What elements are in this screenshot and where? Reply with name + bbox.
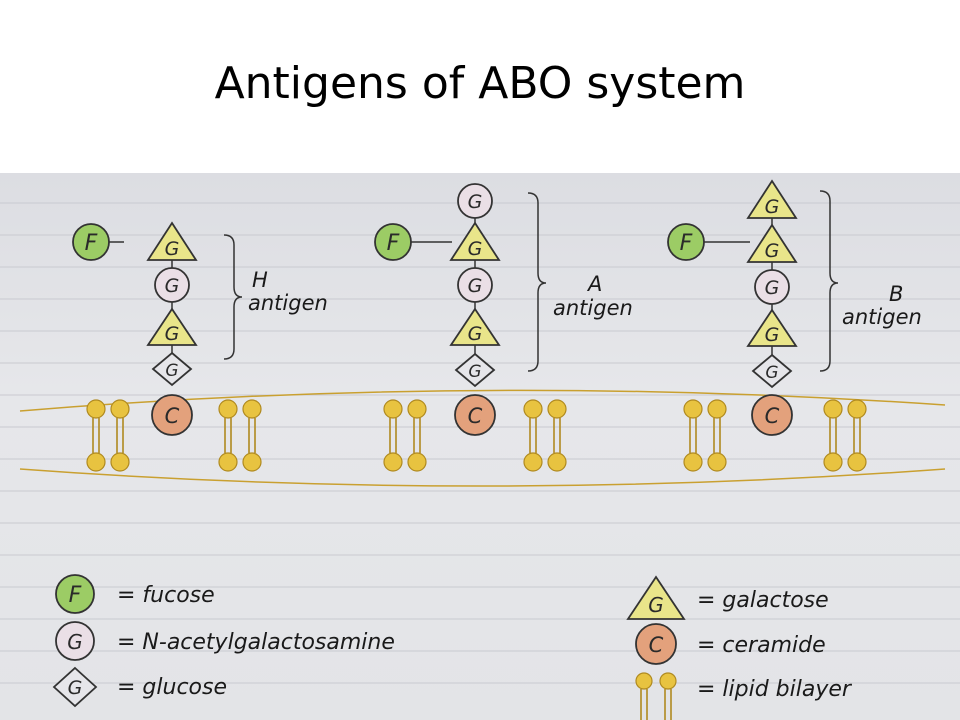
membrane-lower [19,468,946,487]
svg-text:F: F [680,231,693,256]
ceramide-icon [635,623,677,665]
svg-text:G: G [765,196,780,218]
h-antigen-letter: H [252,268,268,292]
svg-text:G: G [765,240,780,262]
b-antigen-structure: G F G G G [667,179,922,472]
svg-text:G: G [765,277,780,299]
svg-text:G: G [468,323,483,345]
a-antigen-letter: A [586,272,602,296]
svg-text:G: G [165,238,180,260]
ceramide-icon: C [751,394,793,436]
legend-item-lipid-bilayer: = lipid bilayer [635,672,853,720]
glucose-icon: G [751,353,793,389]
abo-antigen-figure: F G G G G [0,173,960,720]
n-acetylgalactosamine-icon: G [457,267,493,303]
n-acetylgalactosamine-icon: G [754,269,790,305]
b-antigen-word: antigen [842,305,922,329]
svg-text:F: F [85,231,98,256]
svg-text:G: G [468,362,481,382]
legend-item-galactose: G = galactose [626,575,829,620]
a-antigen-structure: G F G G G [374,183,633,472]
svg-text:G: G [765,363,778,383]
antigen-diagram: F G G G G [0,179,960,720]
svg-text:G: G [468,275,483,297]
galactose-icon: G [746,179,798,219]
svg-text:C: C [468,404,483,428]
glucose-icon [52,666,98,708]
a-antigen-bracket [527,192,547,372]
galactose-icon: G [146,307,198,346]
fucose-icon: F [374,223,412,261]
a-antigen-word: antigen [553,296,633,320]
svg-text:C: C [649,633,664,657]
legend: F = fucose G = N-acetylgalactosamine G =… [52,574,853,720]
legend-item-fucose: F = fucose [55,574,215,614]
h-antigen-bracket [223,234,243,360]
b-antigen-bracket [819,190,839,372]
legend-label-glucose: = glucose [117,675,227,700]
n-acetylgalactosamine-icon: G [154,267,190,303]
legend-label-ceramide: = ceramide [697,633,826,658]
legend-label-galactose: = galactose [697,588,829,613]
svg-text:F: F [69,583,82,608]
legend-item-ceramide: C = ceramide [635,623,826,665]
svg-text:G: G [67,630,83,654]
svg-text:G: G [165,361,178,381]
galactose-icon: G [449,221,501,261]
h-antigen-structure: F G G G G [72,221,328,472]
fucose-icon [55,574,95,614]
svg-text:G: G [165,275,180,297]
fucose-icon: F [72,223,110,261]
legend-label-lipid-bilayer: = lipid bilayer [697,677,853,702]
svg-text:F: F [387,231,400,256]
svg-text:C: C [165,404,180,428]
glucose-icon: G [454,352,496,388]
slide-title: Antigens of ABO system [214,58,746,109]
svg-text:C: C [765,404,780,428]
fucose-icon: F [667,223,705,261]
galactose-icon: G [449,307,501,346]
galactose-icon: G [146,221,198,261]
membrane-upper [19,389,946,412]
legend-item-n-acetylgalactosamine: G = N-acetylgalactosamine [55,621,395,661]
legend-label-fucose: = fucose [117,583,215,608]
galactose-icon: G [746,223,798,263]
svg-text:G: G [68,677,83,699]
glucose-icon: G [151,351,193,387]
ceramide-icon: C [454,394,496,436]
ceramide-icon: C [151,394,193,436]
legend-item-glucose: G = glucose [52,666,227,708]
n-acetylgalactosamine-icon: G [457,183,493,219]
svg-text:G: G [468,238,483,260]
h-antigen-word: antigen [248,291,328,315]
n-acetylgalactosamine-icon [55,621,95,661]
svg-text:G: G [765,324,780,346]
b-antigen-letter: B [889,282,903,306]
galactose-icon [626,575,686,620]
svg-text:G: G [165,323,180,345]
svg-text:G: G [468,191,483,213]
legend-label-n-acetylgalactosamine: = N-acetylgalactosamine [117,630,395,655]
svg-text:G: G [648,593,664,617]
galactose-icon: G [746,308,798,347]
lipid-bilayer-icon [635,672,677,720]
